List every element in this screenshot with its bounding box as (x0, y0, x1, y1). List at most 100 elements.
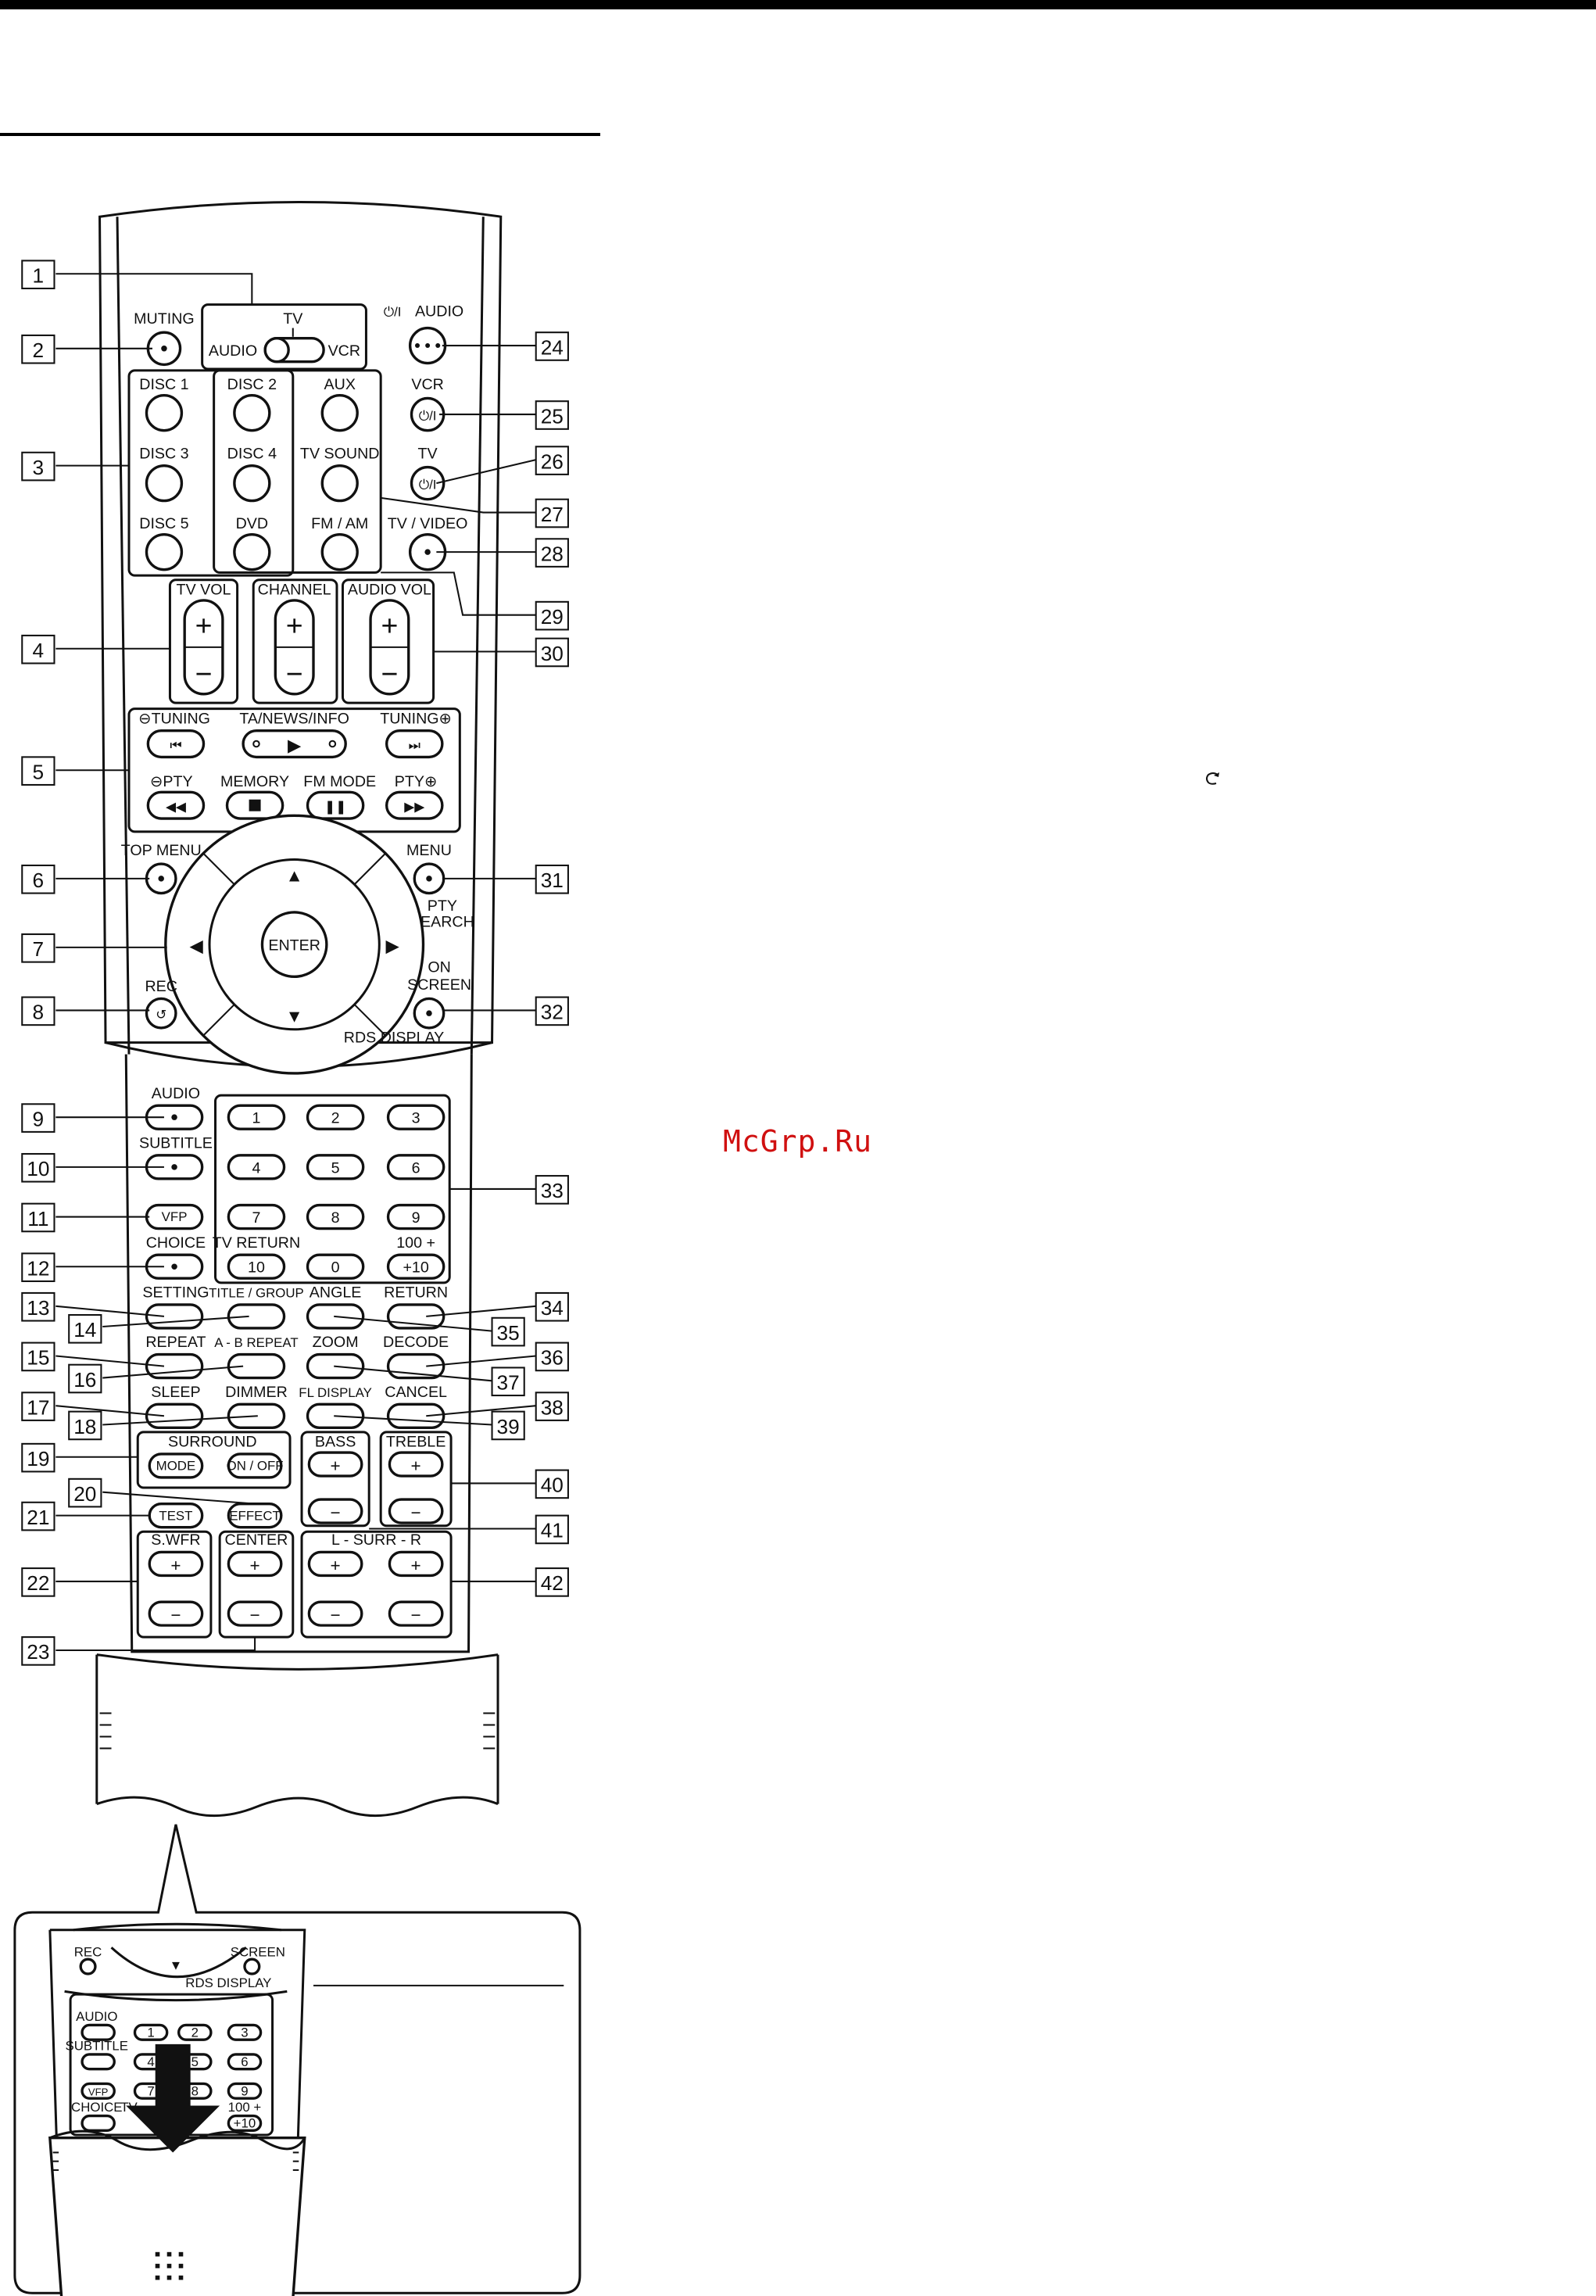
callout-9: 9 (33, 1107, 45, 1130)
disc1-button[interactable] (145, 394, 184, 432)
callout-4: 4 (33, 639, 45, 662)
callout-13: 13 (27, 1296, 49, 1320)
sleep-button[interactable] (145, 1402, 204, 1429)
swfr-plus-button[interactable] (148, 1550, 204, 1578)
svg-text:−: − (250, 1606, 260, 1625)
callout-6: 6 (33, 869, 45, 892)
svg-text:+: + (286, 609, 303, 642)
surround-mode-button[interactable] (148, 1452, 204, 1479)
pty-label: PTY (428, 897, 457, 915)
num-10-button[interactable] (227, 1253, 286, 1280)
aux-button[interactable] (320, 394, 359, 432)
disc5-button[interactable] (145, 532, 184, 571)
num-3-label: 3 (412, 1110, 420, 1127)
dvd-label: DVD (236, 515, 269, 532)
power-symbol: ⏻/I (384, 305, 402, 320)
num-5-label: 5 (331, 1159, 340, 1177)
bass-minus-button[interactable] (307, 1498, 363, 1524)
swfr-minus-button[interactable] (148, 1600, 204, 1627)
surr-label: L - SURR - R (331, 1531, 421, 1549)
ab-repeat-button[interactable] (227, 1352, 286, 1380)
num-0-button[interactable] (306, 1253, 365, 1280)
surround-on-off-button[interactable] (227, 1452, 283, 1479)
disc3-button[interactable] (145, 464, 184, 503)
center-plus-button[interactable] (227, 1550, 283, 1578)
cancel-button[interactable] (386, 1402, 446, 1429)
repeat-button[interactable] (145, 1352, 204, 1380)
callout-boxes: 1 2 3 4 5 6 7 8 9 10 11 12 13 14 15 16 1… (21, 260, 569, 1666)
callout-16: 16 (73, 1368, 96, 1392)
enter-button[interactable] (260, 911, 328, 979)
inset-n5: 5 (191, 2054, 199, 2069)
audio-vol-frame (341, 578, 435, 704)
surr-l-minus-button[interactable] (307, 1600, 363, 1627)
inset-n9: 9 (241, 2083, 248, 2098)
inset-remote: ▼ REC SCREEN RDS DISPLAY AUDIO SUBTITLE … (48, 1922, 306, 2296)
num-1-button[interactable] (227, 1104, 286, 1130)
num-7-button[interactable] (227, 1203, 286, 1230)
surr-r-plus-button[interactable] (388, 1550, 444, 1578)
prev-button[interactable] (146, 729, 206, 759)
svg-text:▼: ▼ (170, 1958, 183, 1972)
inset-hundred-label: 100 + (228, 2100, 262, 2115)
disc3-label: DISC 3 (139, 445, 188, 462)
memory-label: MEMORY (220, 773, 289, 790)
surr-r-minus-button[interactable] (388, 1600, 444, 1627)
rec-button[interactable] (145, 997, 177, 1030)
num-9-label: 9 (412, 1209, 420, 1227)
plus10-button[interactable] (386, 1253, 446, 1280)
bass-label: BASS (315, 1434, 356, 1451)
svg-text:−: − (170, 1606, 181, 1625)
screen-label: SCREEN (407, 976, 471, 994)
repeat-label: REPEAT (145, 1334, 206, 1351)
num-2-button[interactable] (306, 1104, 365, 1130)
callout-15: 15 (27, 1346, 49, 1370)
tv-sound-button[interactable] (320, 464, 359, 503)
svg-text:+: + (331, 1456, 341, 1475)
rec-symbol-icon (1206, 772, 1219, 785)
slide-down-arrow-icon (126, 2043, 220, 2153)
remote-lower-body (124, 1054, 473, 1653)
edge-left (116, 217, 131, 1055)
treble-plus-button[interactable] (388, 1451, 444, 1478)
disc2-button[interactable] (233, 394, 271, 432)
nav-up-button[interactable]: ▲ (286, 866, 303, 886)
nav-right-button[interactable]: ▶ (386, 937, 399, 956)
svg-text:+: + (250, 1556, 260, 1575)
next-button[interactable] (385, 729, 444, 759)
num-5-button[interactable] (306, 1154, 365, 1180)
power-tv-button[interactable] (410, 465, 446, 501)
dvd-button[interactable] (233, 532, 271, 571)
num-3-button[interactable] (386, 1104, 446, 1130)
callout-19: 19 (27, 1447, 49, 1470)
num-4-button[interactable] (227, 1154, 286, 1180)
play-button[interactable] (242, 729, 347, 759)
num-6-button[interactable] (386, 1154, 446, 1180)
disc-group-frame (127, 369, 295, 577)
ab-repeat-label: A - B REPEAT (214, 1335, 298, 1350)
tv-sound-label: TV SOUND (300, 445, 380, 462)
disc4-button[interactable] (233, 464, 271, 503)
surr-l-plus-button[interactable] (307, 1550, 363, 1578)
rewind-button[interactable] (146, 790, 206, 820)
title-group-button[interactable] (227, 1303, 286, 1330)
nav-down-button[interactable]: ▼ (286, 1006, 303, 1026)
bass-plus-button[interactable] (307, 1451, 363, 1478)
setting-button[interactable] (145, 1303, 204, 1330)
nav-left-button[interactable]: ◀ (190, 937, 203, 956)
fm-am-label: FM / AM (311, 515, 368, 532)
callout-12: 12 (27, 1256, 49, 1280)
num-9-button[interactable] (386, 1203, 446, 1230)
remote-bottom-top (96, 1653, 499, 1671)
pause-icon: ❚❚ (324, 800, 346, 815)
center-minus-button[interactable] (227, 1600, 283, 1627)
inset-rec-label: REC (74, 1944, 102, 1959)
forward-button[interactable] (385, 790, 444, 820)
pause-button[interactable] (306, 790, 365, 820)
treble-minus-button[interactable] (388, 1498, 444, 1524)
fm-am-button[interactable] (320, 532, 359, 571)
callout-31: 31 (541, 869, 564, 892)
num-8-button[interactable] (306, 1203, 365, 1230)
next-icon: ⏭ (409, 738, 420, 753)
callout-41: 41 (541, 1519, 564, 1542)
